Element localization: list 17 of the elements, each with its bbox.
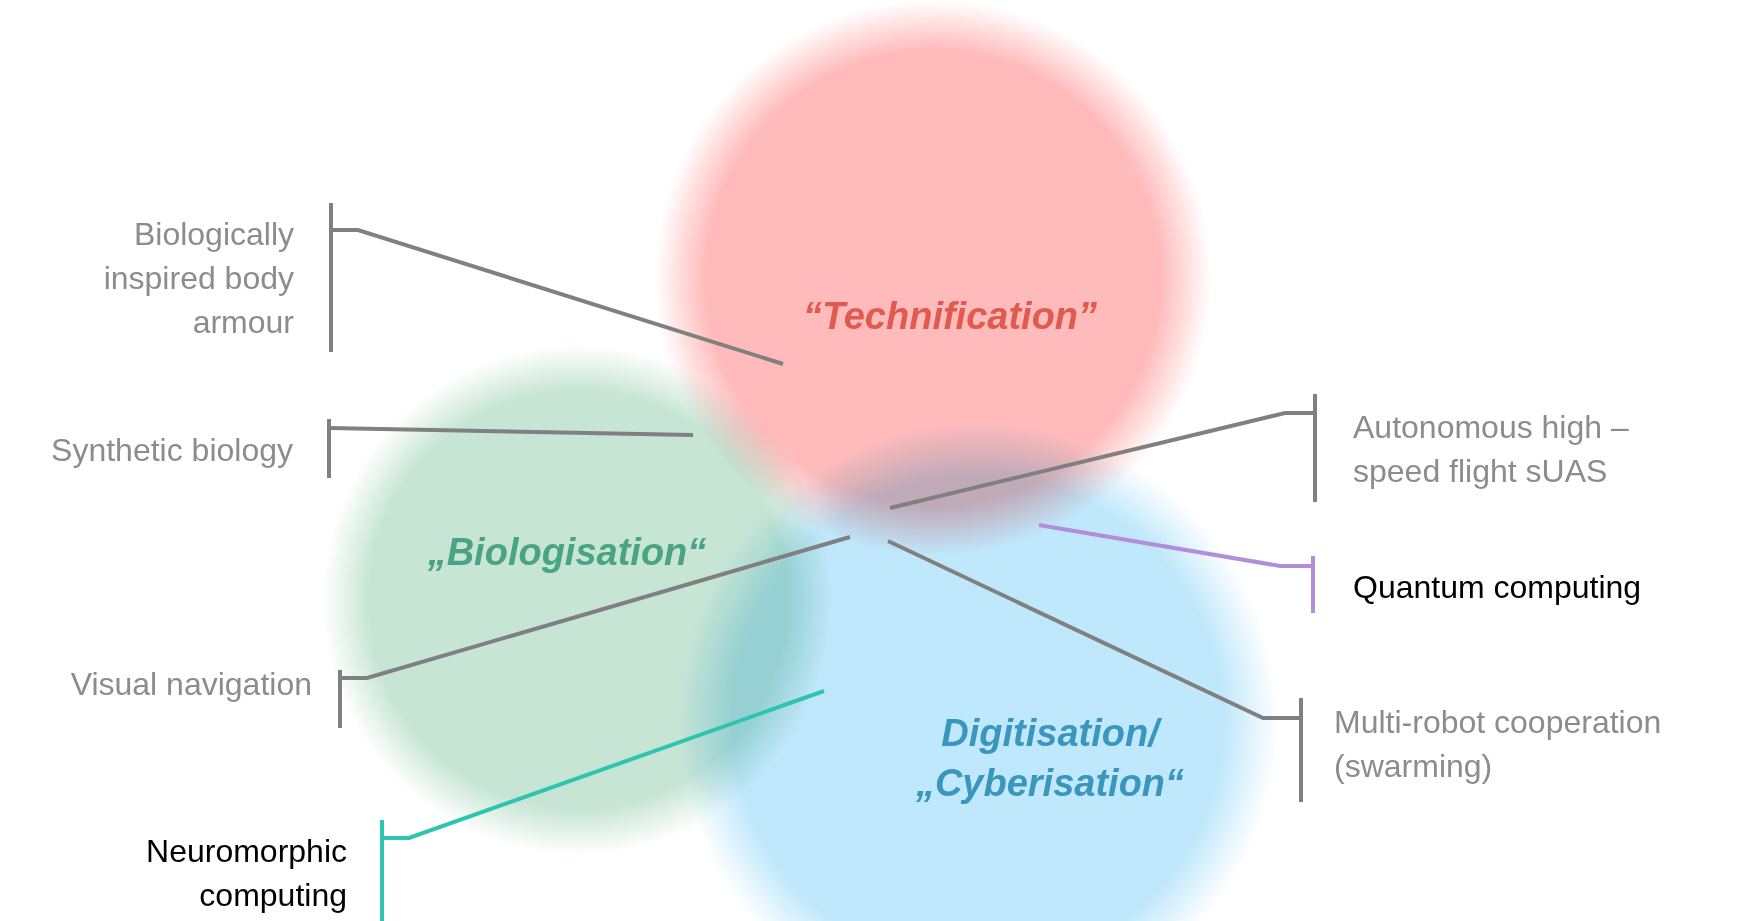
leader-line — [889, 411, 1315, 510]
leader-line — [382, 689, 825, 840]
leader-line — [1038, 523, 1313, 568]
leader-line — [328, 426, 694, 437]
topic-label: Autonomous high – speed flight sUAS — [1353, 405, 1693, 493]
topic-label: Multi-robot cooperation (swarming) — [1334, 700, 1724, 788]
circle-label: “Technification” — [801, 294, 1099, 339]
topic-label: Visual navigation — [12, 662, 312, 706]
topic-label: Quantum computing — [1353, 565, 1693, 609]
circle-label: Digitisation/ „Cyberisation“ — [914, 711, 1186, 806]
leader-line — [331, 228, 784, 366]
leader-line — [887, 539, 1301, 720]
topic-label: Neuromorphic computing — [107, 829, 347, 917]
circle-label: „Biologisation“ — [426, 530, 708, 575]
leader-line — [340, 535, 851, 680]
topic-label: Synthetic biology — [0, 428, 293, 472]
topic-label: Biologically inspired body armour — [24, 212, 294, 344]
